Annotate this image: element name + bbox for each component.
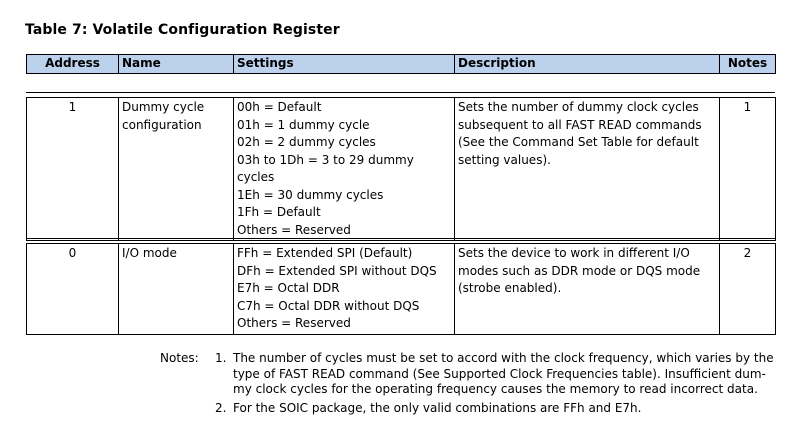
cell-settings: 00h = Default 01h = 1 dummy cycle 02h = … bbox=[233, 97, 455, 241]
cell-name: I/O mode bbox=[118, 243, 234, 335]
header-address: Address bbox=[26, 54, 119, 74]
header-notes: Notes bbox=[719, 54, 776, 74]
table-row-dummy-cycle: 1 Dummy cycle configuration 00h = Defaul… bbox=[26, 97, 776, 241]
cell-description: Sets the device to work in different I/O… bbox=[454, 243, 720, 335]
footnote-2: 2. For the SOIC package, the only valid … bbox=[215, 401, 642, 415]
cell-description: Sets the number of dummy clock cycles su… bbox=[454, 97, 720, 241]
footnote-1: 1. The number of cycles must be set to a… bbox=[215, 351, 774, 396]
table-row-io-mode: 0 I/O mode FFh = Extended SPI (Default) … bbox=[26, 243, 776, 335]
table-title: Table 7: Volatile Configuration Register bbox=[25, 22, 340, 38]
table-header: Address Name Settings Description Notes bbox=[26, 54, 776, 74]
header-description: Description bbox=[454, 54, 720, 74]
cell-address: 1 bbox=[26, 97, 119, 241]
cell-address: 0 bbox=[26, 243, 119, 335]
cell-notes: 1 bbox=[719, 97, 776, 241]
cell-notes: 2 bbox=[719, 243, 776, 335]
footnotes-label: Notes: bbox=[160, 351, 199, 365]
cell-settings: FFh = Extended SPI (Default) DFh = Exten… bbox=[233, 243, 455, 335]
cell-name: Dummy cycle configuration bbox=[118, 97, 234, 241]
header-settings: Settings bbox=[233, 54, 455, 74]
header-name: Name bbox=[118, 54, 234, 74]
